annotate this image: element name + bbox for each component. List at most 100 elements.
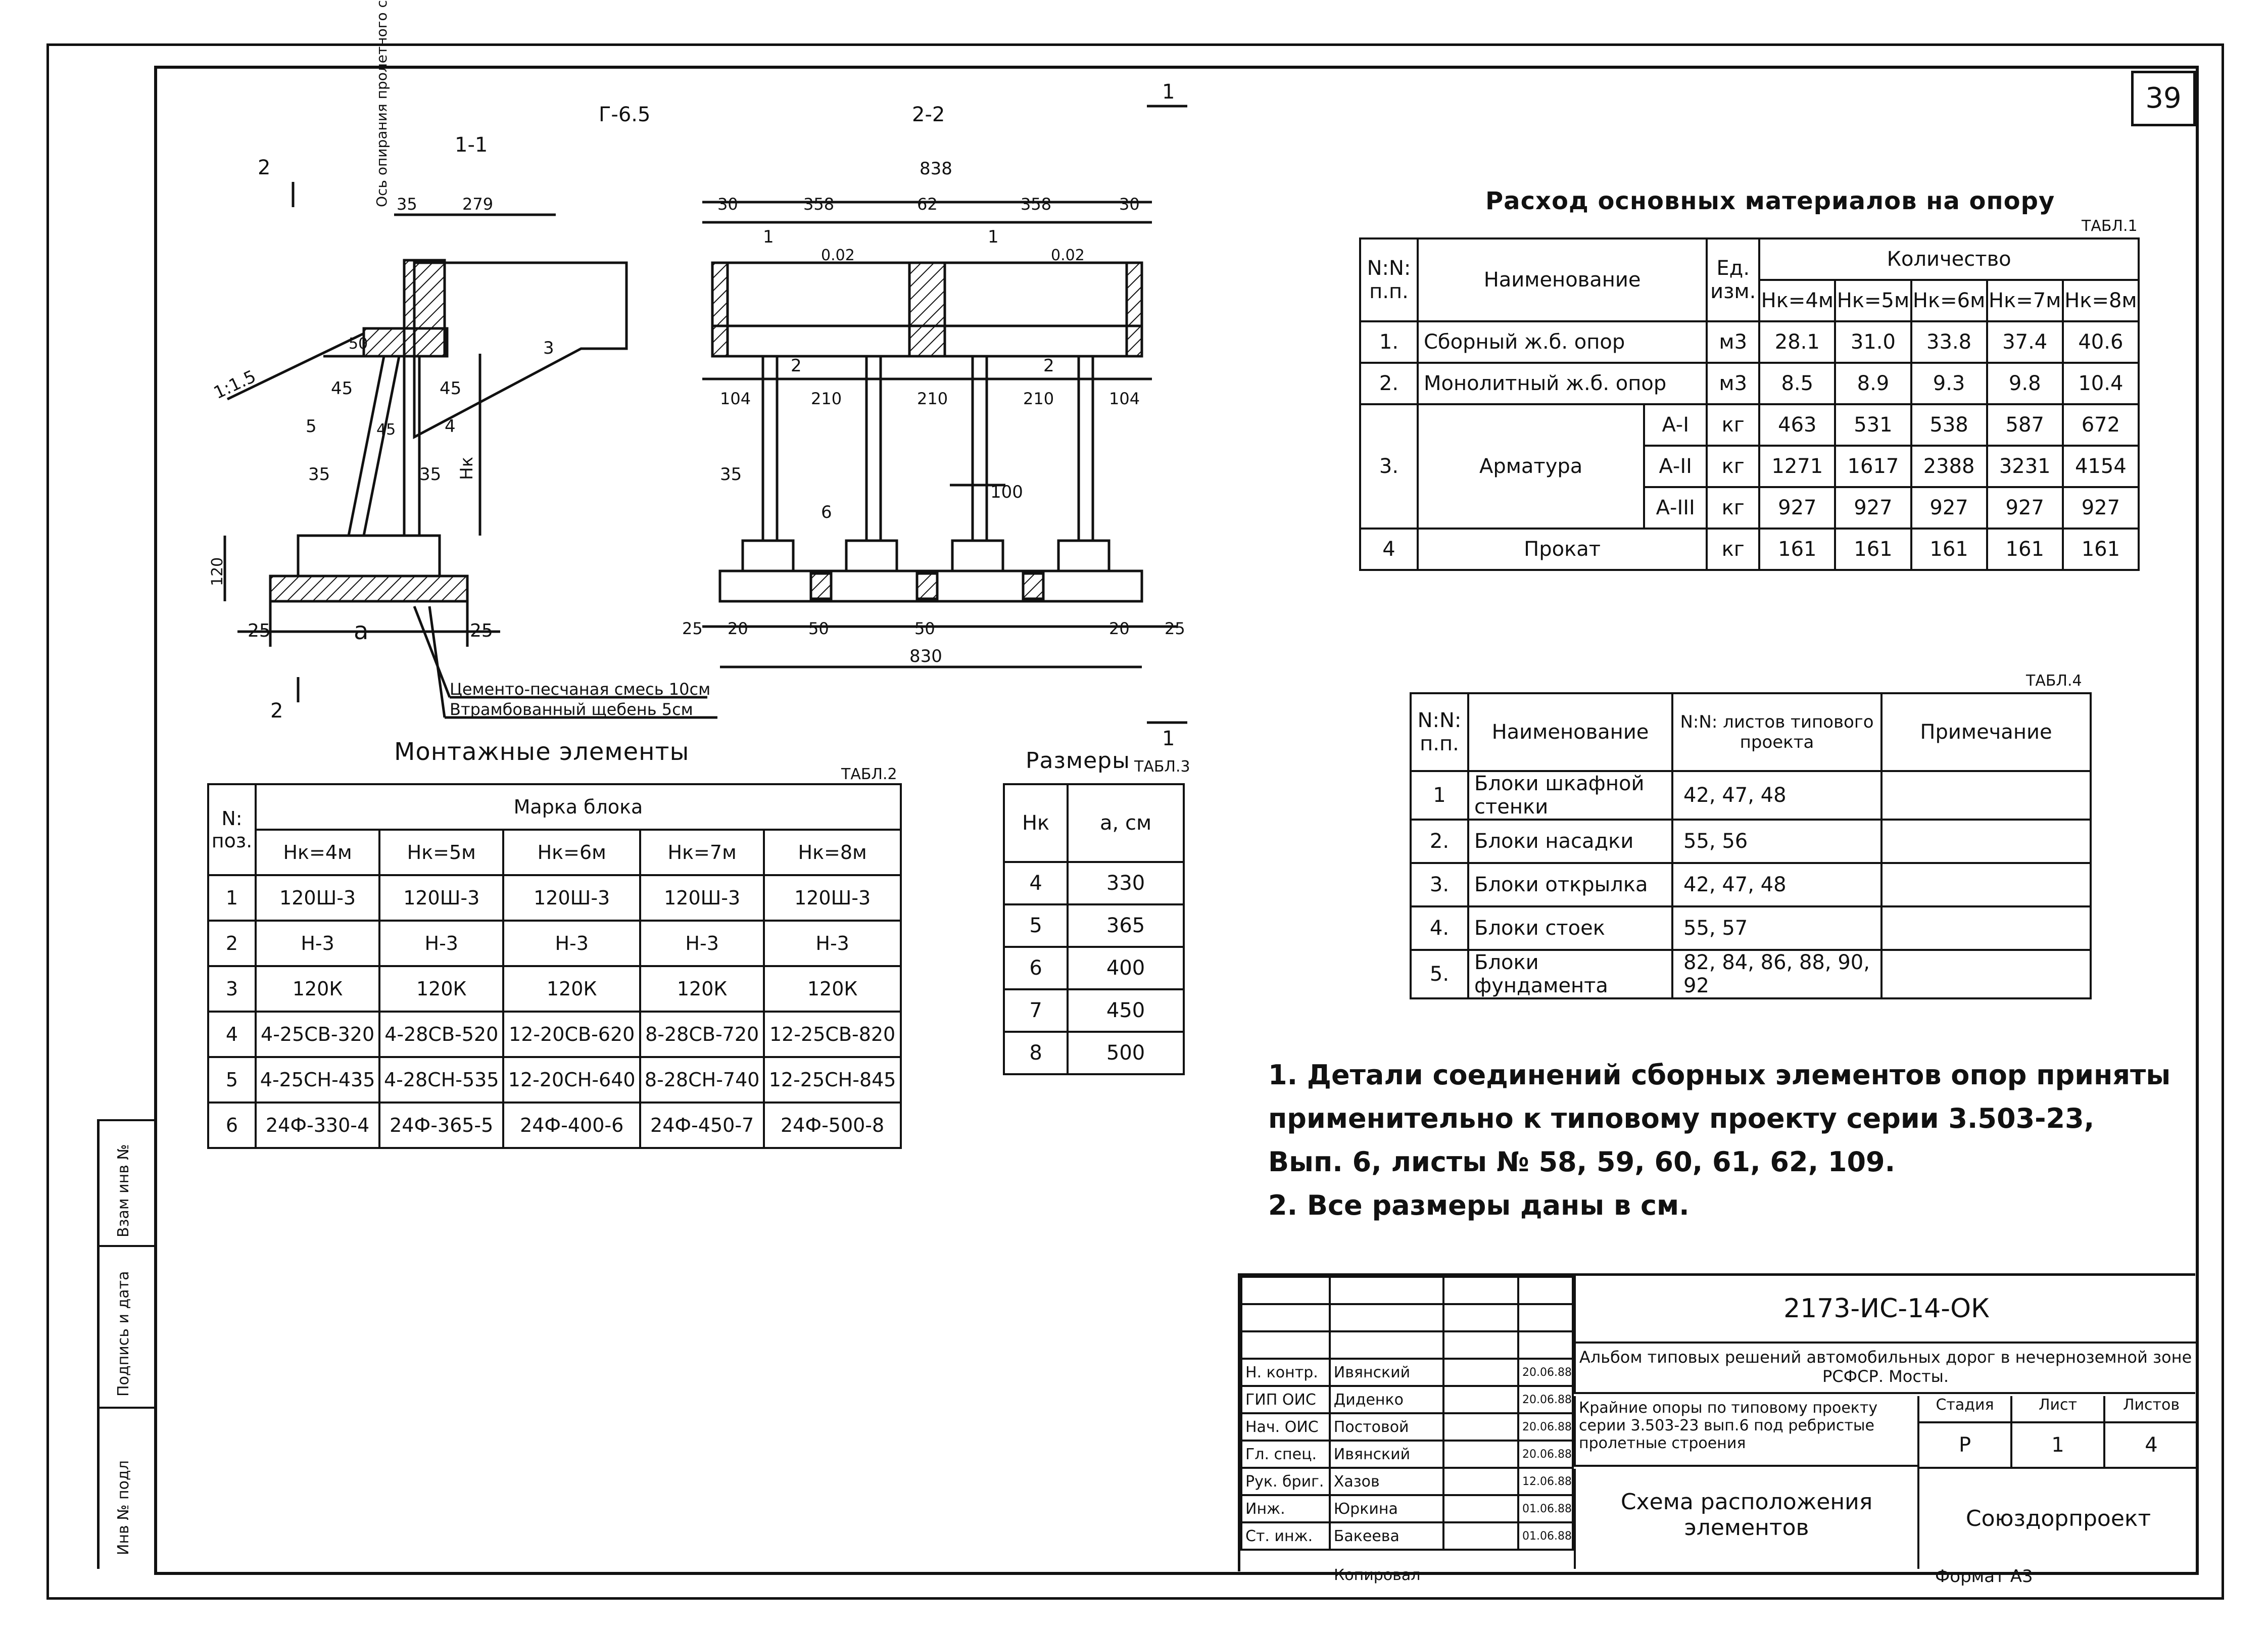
cell: м3: [1706, 320, 1761, 364]
post-5-left: [347, 356, 385, 536]
dim-a-label: a: [354, 617, 368, 645]
dim-45c-label: 45: [440, 378, 461, 399]
cell: 120Ш-3: [254, 874, 381, 922]
signature-name: Постовой: [1328, 1412, 1444, 1442]
note-1: 1. Детали соединений сборных элементов о…: [1268, 1059, 2171, 1178]
cell: 12-25СВ-820: [763, 1011, 902, 1058]
strip-cell-replace: Взам инв №: [100, 1119, 157, 1247]
top-dim-3: 62: [917, 195, 938, 214]
drawing-name: Схема расположения элементов: [1574, 1469, 1917, 1569]
cell: 3231: [1986, 445, 2064, 488]
cell: 24Ф-500-8: [763, 1101, 902, 1149]
signature-name: Юркина: [1328, 1494, 1444, 1523]
cell: [1240, 1303, 1331, 1332]
cell: Блоки насадки: [1467, 819, 1673, 864]
cell: 28.1: [1758, 320, 1837, 364]
signature-blank-row: [1240, 1330, 1574, 1360]
cell: 3: [207, 965, 257, 1013]
columns: [761, 355, 1094, 542]
cell: кг: [1706, 486, 1761, 530]
table-header-row: Hк a, см: [1002, 783, 1185, 863]
mid-dim-5: 104: [1109, 389, 1140, 408]
section-g-label: Г-6.5: [599, 103, 650, 126]
cell: 5: [1002, 903, 1069, 948]
signature-role: Н. контр.: [1240, 1358, 1331, 1387]
col-name: Наименование: [1467, 692, 1673, 772]
signature-name: Хазов: [1328, 1467, 1444, 1496]
cell: [1880, 862, 2092, 907]
dim-hk-label: Hк: [457, 457, 477, 480]
cell: 7: [1002, 988, 1069, 1033]
cell: Монолитный ж.б. опор: [1416, 362, 1708, 405]
organization: Союздорпроект: [1917, 1469, 2197, 1569]
dim-25-left-label: 25: [248, 620, 271, 641]
dim-830-label: 830: [909, 646, 942, 666]
axis-label: Ось опирания пролетного строения: [373, 0, 390, 207]
cell: [1328, 1330, 1444, 1360]
cut-label-1-bottom: 1: [1162, 727, 1175, 750]
post-5-right: [362, 356, 401, 536]
slope-left-label: 0.02: [821, 247, 855, 264]
cell: 4: [1002, 861, 1069, 905]
signature-date: 20.06.88: [1517, 1385, 1574, 1414]
table1-title: Расход основных материалов на опору: [1485, 187, 2055, 215]
cell: 538: [1910, 403, 1988, 447]
assembly-table: N: поз. Марка блока Hк=4м Hк=5м Hк=6м Hк…: [207, 783, 902, 1149]
cell: 4: [207, 1011, 257, 1058]
note-2: 2. Все размеры даны в см.: [1268, 1189, 1690, 1221]
cell: 6: [1002, 946, 1069, 990]
cell: 120К: [639, 965, 765, 1013]
cell: 120К: [254, 965, 381, 1013]
table-row: 2. Монолитный ж.б. опор м3 8.5 8.9 9.3 9…: [1359, 362, 2140, 405]
cell: [1442, 1276, 1520, 1305]
col-qty: Количество: [1758, 237, 2140, 281]
cell: Н-3: [763, 920, 902, 967]
cut-label-2-top: 2: [258, 156, 270, 179]
cell: 8.9: [1834, 362, 1912, 405]
leader-line-2: [428, 606, 446, 718]
signature-date: 20.06.88: [1517, 1412, 1574, 1442]
cut-label-1-top: 1: [1162, 80, 1175, 104]
cell: 120Ш-3: [639, 874, 765, 922]
cell: 55, 56: [1671, 819, 1883, 864]
cell: 24Ф-365-5: [378, 1101, 505, 1149]
dim-100-label: 100: [990, 482, 1023, 502]
cell: 1617: [1834, 445, 1912, 488]
cell: 55, 57: [1671, 905, 1883, 951]
cell: 120К: [502, 965, 642, 1013]
label-2-2-1b: 1: [988, 227, 999, 247]
cell: А-II: [1643, 445, 1708, 488]
signature-mark: [1442, 1440, 1520, 1469]
bottom-dim-5: 20: [1109, 619, 1130, 638]
table1-tab-label: ТАБЛ.1: [2082, 217, 2138, 235]
cell: [1240, 1330, 1331, 1360]
cell: 31.0: [1834, 320, 1912, 364]
fill-joint-3: [1022, 572, 1045, 600]
cell: 24Ф-450-7: [639, 1101, 765, 1149]
cell: [1517, 1330, 1574, 1360]
foundation-strip: [718, 569, 1143, 603]
col-h4: Hк=4м: [1758, 279, 1837, 322]
dim-25-right-label: 25: [470, 620, 493, 641]
cell: 8.5: [1758, 362, 1837, 405]
cell: [1517, 1276, 1574, 1305]
sheet-value: 1: [2012, 1423, 2105, 1467]
mid-dim-4: 210: [1023, 389, 1054, 408]
mid-dim-2: 210: [811, 389, 842, 408]
crossbeam-joint: [908, 261, 946, 358]
cell: 672: [2061, 403, 2140, 447]
cell: [1880, 949, 2092, 999]
signature-mark: [1442, 1494, 1520, 1523]
signature-date: 20.06.88: [1517, 1358, 1574, 1387]
table-header-row: N:N: п.п. Наименование Ед. изм. Количест…: [1359, 237, 2140, 322]
signature-mark: [1442, 1521, 1520, 1551]
col-h7: Hк=7м: [1986, 279, 2064, 322]
